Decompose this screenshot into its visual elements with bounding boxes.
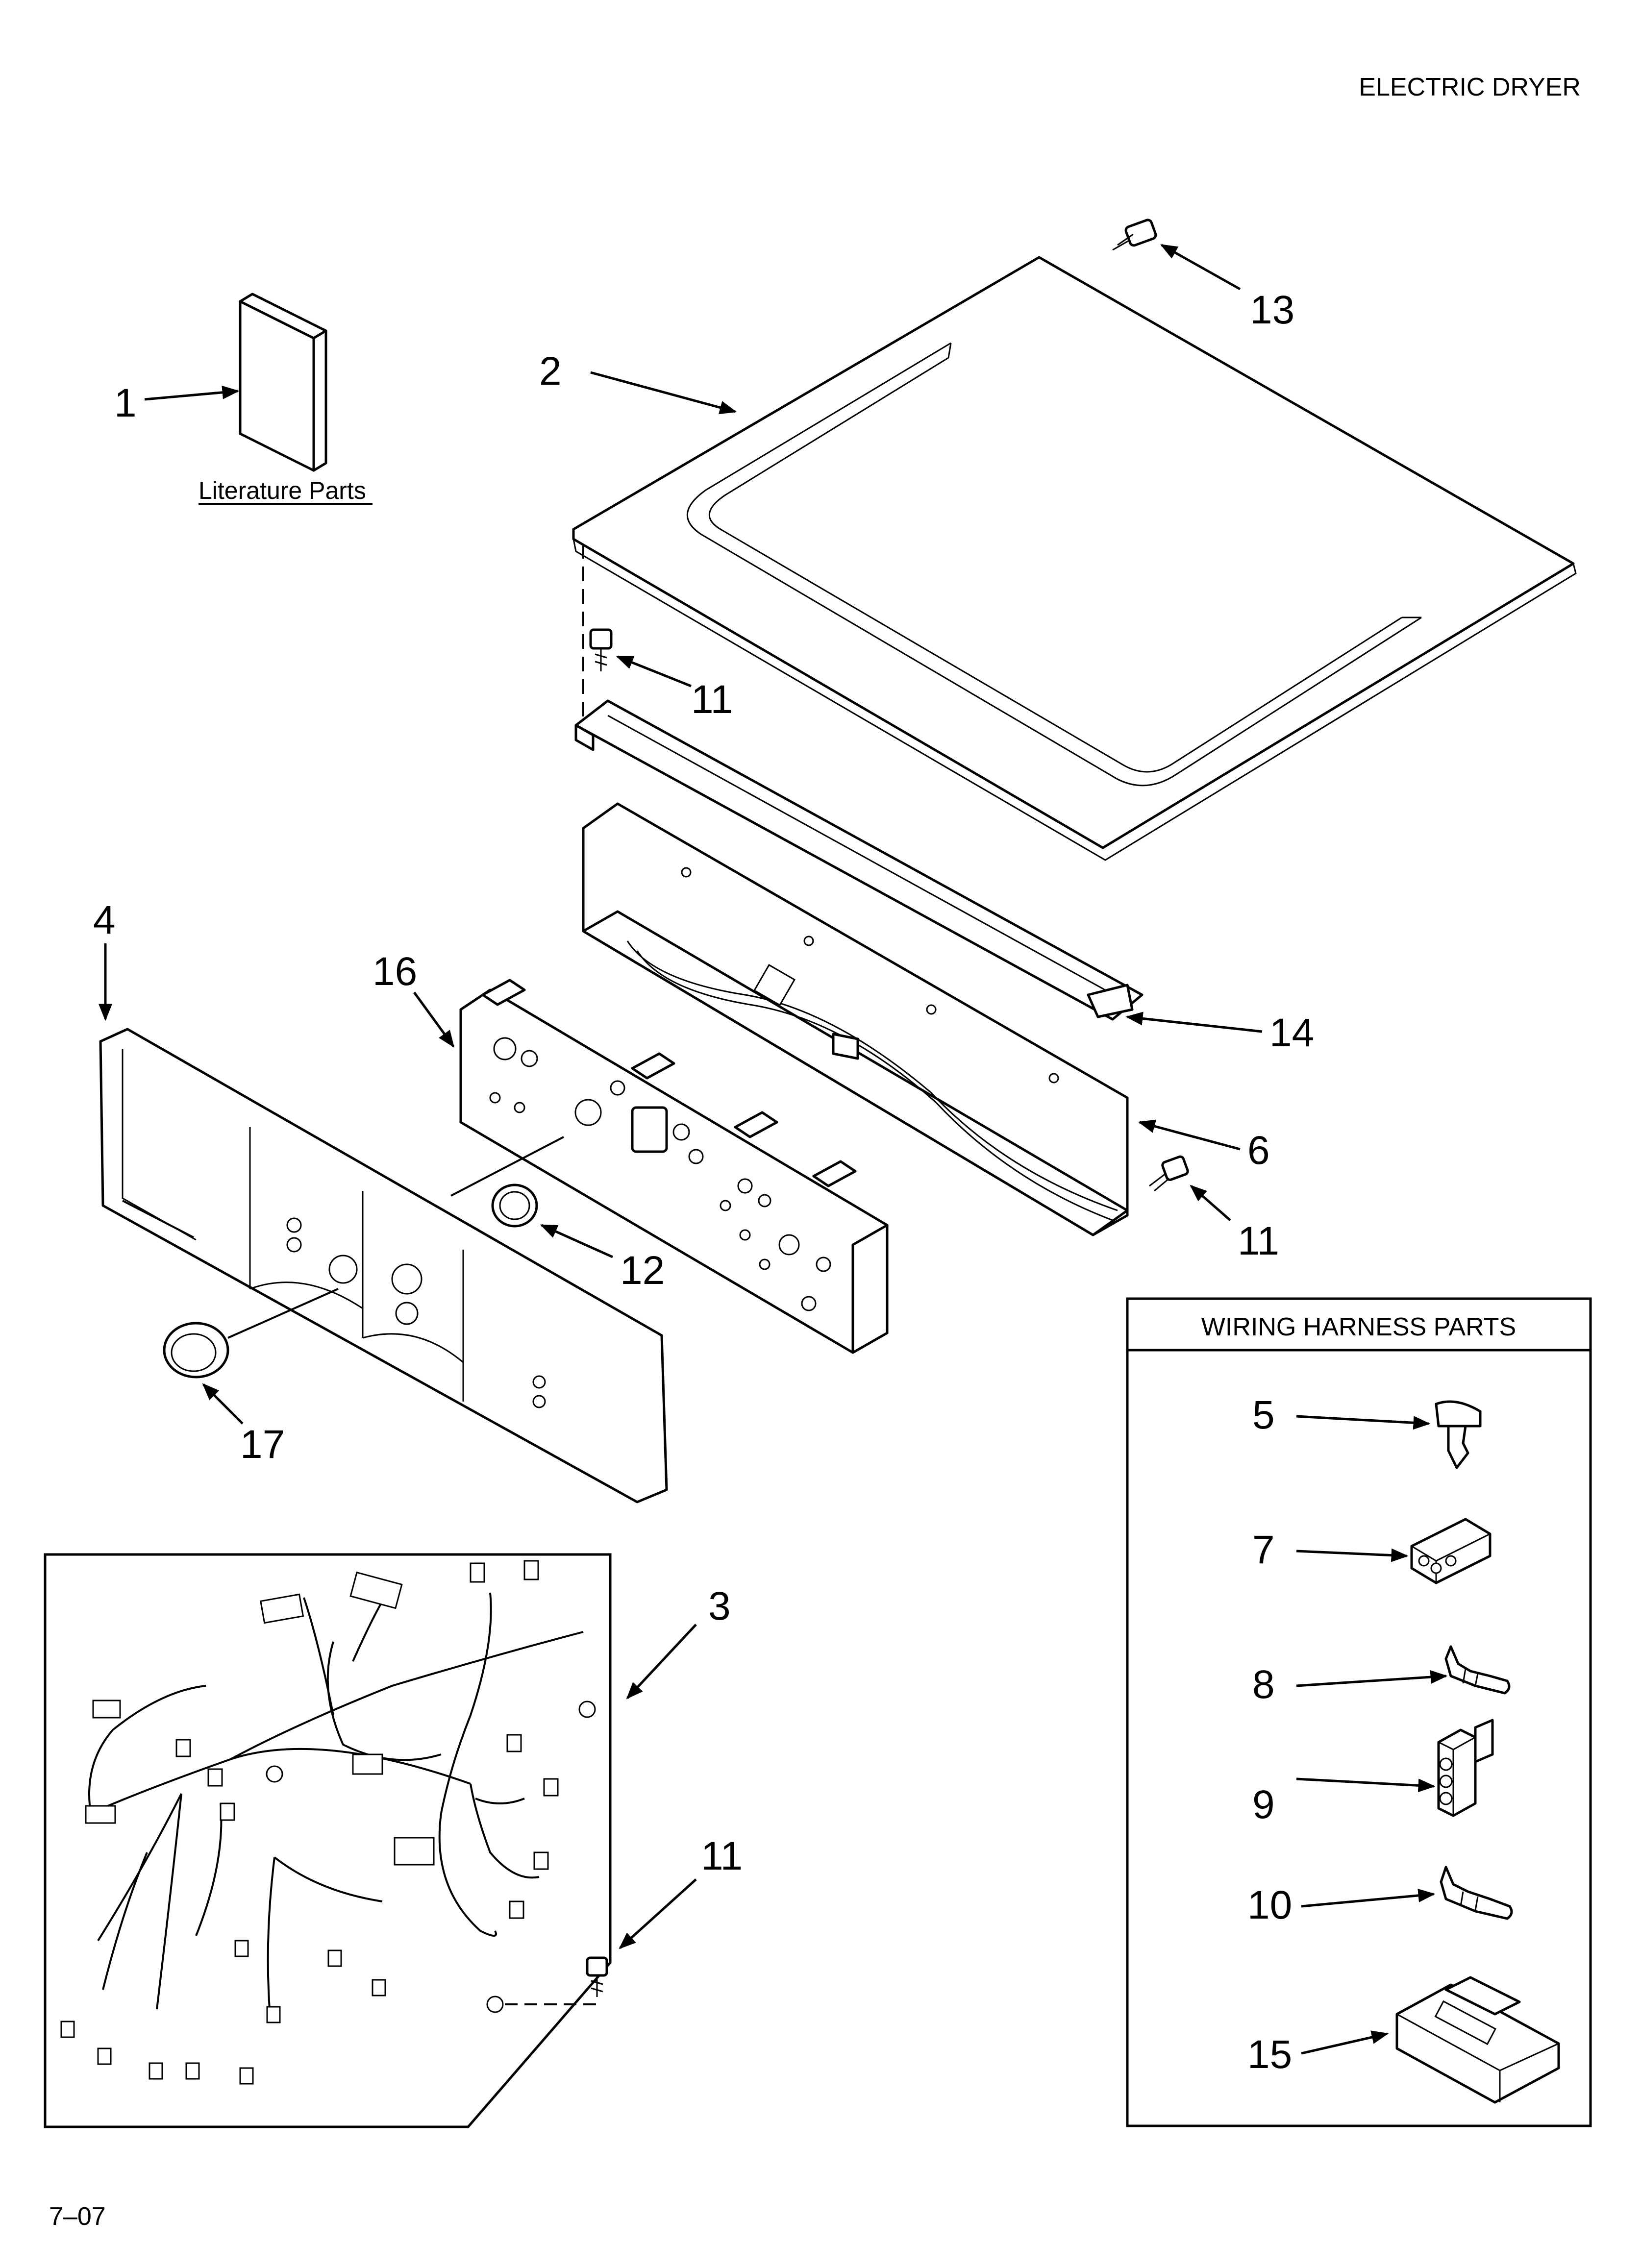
knob-insert-12-drawing (491, 1183, 538, 1228)
wire-harness-drawing (60, 1560, 596, 2085)
callout-11-upper-arrow (616, 655, 692, 688)
callout-5: 5 (1252, 1393, 1275, 1437)
callout-10: 10 (1247, 1883, 1292, 1927)
connector-9-drawing (1437, 1719, 1494, 1817)
callout-3: 3 (708, 1584, 731, 1628)
callout-11-lower: 11 (701, 1834, 743, 1878)
callout-10-arrow (1301, 1888, 1436, 1908)
wiring-harness-parts-title: WIRING HARNESS PARTS (1201, 1313, 1516, 1341)
callout-8: 8 (1252, 1662, 1275, 1707)
callout-1: 1 (114, 381, 137, 425)
callout-16-arrow (413, 991, 455, 1048)
diagram-title: ELECTRIC DRYER (1359, 73, 1581, 101)
revision-code: 7–07 (49, 2202, 106, 2231)
top-rail-bracket-drawing (574, 699, 1144, 1021)
callout-12: 12 (620, 1248, 665, 1293)
screw-11-lower-leader (505, 2002, 598, 2005)
three-pin-connector-drawing (1410, 1518, 1492, 1584)
callout-11-lower-arrow (619, 1878, 697, 1949)
callout-11-middle: 11 (1238, 1219, 1279, 1263)
connector-block-15-drawing (1395, 1976, 1560, 2104)
callout-15-arrow (1301, 2030, 1389, 2055)
callout-6-arrow (1138, 1119, 1241, 1151)
callout-17-arrow (202, 1383, 244, 1425)
knob-12-alignment-line (450, 1136, 564, 1197)
screw-11-middle-drawing (1149, 1155, 1189, 1192)
top-panel-drawing (572, 256, 1577, 861)
terminal-10-drawing (1440, 1866, 1513, 1920)
knob-17-drawing (163, 1322, 229, 1379)
wire-clip-drawing (1435, 1400, 1482, 1469)
literature-booklet-drawing (239, 293, 327, 472)
knob-17-alignment-line (227, 1288, 339, 1339)
callout-14: 14 (1269, 1011, 1314, 1055)
callout-11-middle-arrow (1190, 1184, 1231, 1221)
callout-13-arrow (1160, 244, 1241, 291)
terminal-8-drawing (1444, 1645, 1511, 1695)
screw-13-drawing (1112, 219, 1157, 251)
callout-7-arrow (1296, 1548, 1409, 1562)
callout-6: 6 (1247, 1128, 1270, 1173)
control-board-drawing (459, 979, 889, 1354)
callout-12-arrow (540, 1224, 614, 1258)
callout-16: 16 (373, 949, 417, 994)
callout-4: 4 (93, 898, 116, 942)
callout-11-upper: 11 (691, 677, 733, 722)
literature-parts-label: Literature Parts (199, 477, 366, 504)
screw-11-upper-drawing (589, 628, 613, 671)
wiring-harness-parts-box (1126, 1297, 1592, 2127)
callout-1-arrow (144, 385, 240, 401)
callout-17: 17 (240, 1422, 285, 1467)
callout-5-arrow (1296, 1415, 1431, 1430)
callout-9: 9 (1252, 1782, 1275, 1827)
callout-15: 15 (1247, 2032, 1292, 2077)
callout-2-arrow (590, 371, 737, 415)
callout-8-arrow (1296, 1670, 1448, 1687)
callout-3-arrow (626, 1624, 697, 1700)
console-panel-drawing (99, 1028, 668, 1504)
callout-14-arrow (1125, 1011, 1263, 1033)
console-frame-drawing (582, 802, 1129, 1236)
callout-7: 7 (1252, 1528, 1275, 1572)
screw-11-lower-drawing (586, 1956, 608, 1997)
callout-9-arrow (1296, 1777, 1436, 1793)
callout-2: 2 (539, 349, 562, 394)
callout-13: 13 (1250, 288, 1294, 332)
wire-harness-frame (44, 1553, 612, 2128)
